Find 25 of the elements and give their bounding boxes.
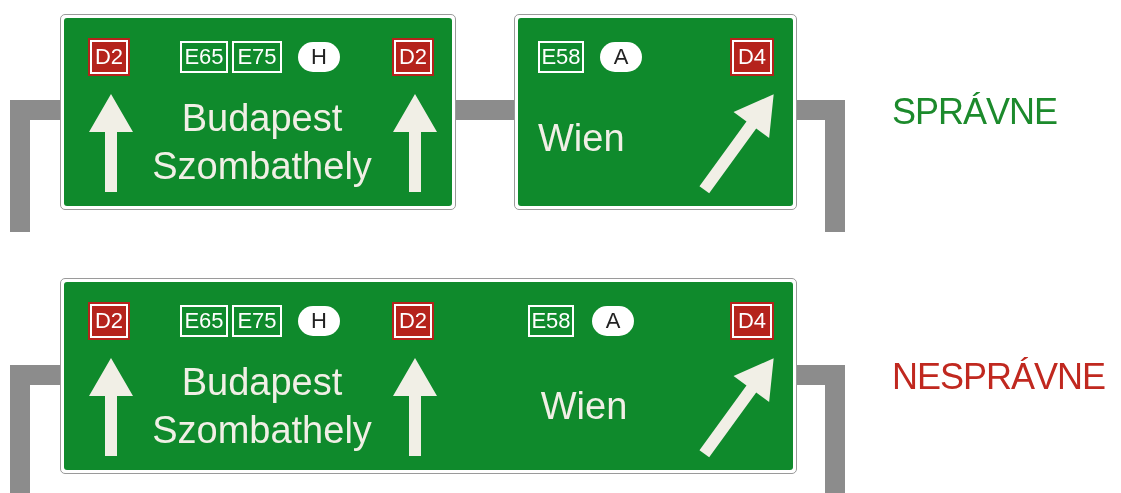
motorway-number: D4 xyxy=(732,40,772,74)
european-route-number: E65 xyxy=(180,305,228,337)
motorway-number: D4 xyxy=(732,304,772,338)
european-route-number: E75 xyxy=(232,41,282,73)
motorway-number: D2 xyxy=(394,304,432,338)
destination-text: Budapest Szombathely xyxy=(151,96,373,189)
european-route-number: E65 xyxy=(180,41,228,73)
destination-text: Wien xyxy=(539,384,629,429)
country-code: H xyxy=(298,306,340,336)
european-route-number: E58 xyxy=(538,41,584,73)
motorway-number: D2 xyxy=(394,40,432,74)
correct-label: SPRÁVNE xyxy=(892,90,1058,134)
destination-text: Wien xyxy=(538,116,626,161)
road-sign xyxy=(514,14,797,210)
country-code: H xyxy=(298,42,340,72)
road-sign xyxy=(60,14,456,210)
motorway-number: D2 xyxy=(90,304,128,338)
road-sign xyxy=(60,278,797,474)
motorway-number: D2 xyxy=(90,40,128,74)
country-code: A xyxy=(592,306,634,336)
incorrect-label: NESPRÁVNE xyxy=(892,355,1106,399)
destination-text: Budapest Szombathely xyxy=(151,360,373,453)
european-route-number: E58 xyxy=(528,305,574,337)
country-code: A xyxy=(600,42,642,72)
european-route-number: E75 xyxy=(232,305,282,337)
